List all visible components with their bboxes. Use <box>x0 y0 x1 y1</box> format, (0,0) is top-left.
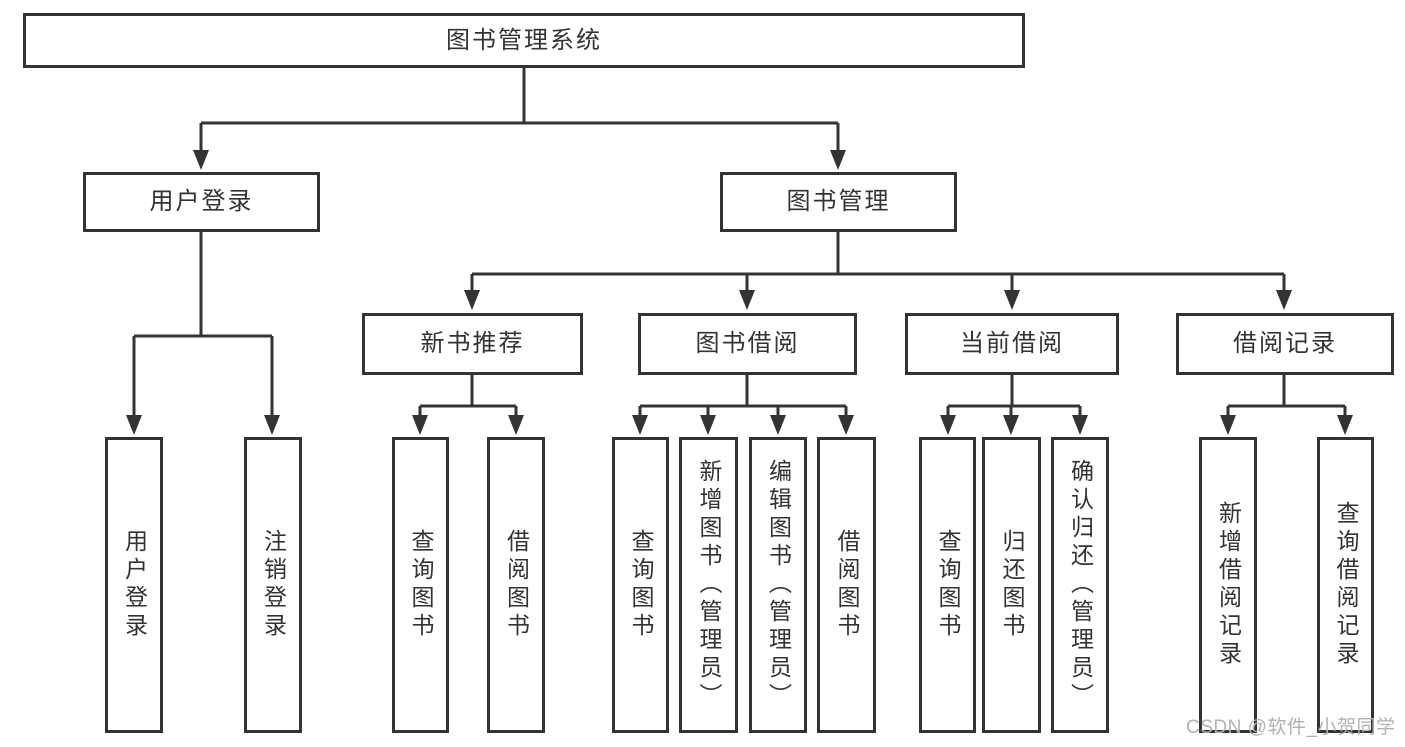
arrowheads <box>126 150 1353 435</box>
node-leaf-user-login: 用户登录 <box>105 437 163 733</box>
node-section-book-borrow: 图书借阅 <box>638 313 857 375</box>
node-leaf-query-books-3: 查询图书 <box>919 437 976 733</box>
node-leaf-confirm-return-admin: 确认归还（管理员） <box>1051 437 1109 733</box>
node-leaf-borrow-books-2: 借阅图书 <box>817 437 876 733</box>
csdn-watermark: CSDN @软件_小贺同学 <box>1186 717 1396 738</box>
node-leaf-add-books-admin: 新增图书（管理员） <box>679 437 738 733</box>
node-leaf-query-borrow-record: 查询借阅记录 <box>1317 437 1374 733</box>
node-branch-user-login: 用户登录 <box>83 172 320 232</box>
node-root-system: 图书管理系统 <box>23 13 1025 68</box>
node-section-new-book-recommend: 新书推荐 <box>362 313 583 375</box>
node-section-current-borrow: 当前借阅 <box>905 313 1119 375</box>
node-leaf-query-books-1: 查询图书 <box>392 437 449 733</box>
node-leaf-query-books-2: 查询图书 <box>612 437 669 733</box>
node-leaf-logout: 注销登录 <box>244 437 302 733</box>
node-leaf-return-books: 归还图书 <box>982 437 1041 733</box>
node-leaf-borrow-books-1: 借阅图书 <box>487 437 545 733</box>
node-leaf-edit-books-admin: 编辑图书（管理员） <box>749 437 807 733</box>
node-branch-book-management: 图书管理 <box>720 172 957 232</box>
node-section-borrow-records: 借阅记录 <box>1176 313 1394 375</box>
node-leaf-add-borrow-record: 新增借阅记录 <box>1199 437 1257 733</box>
